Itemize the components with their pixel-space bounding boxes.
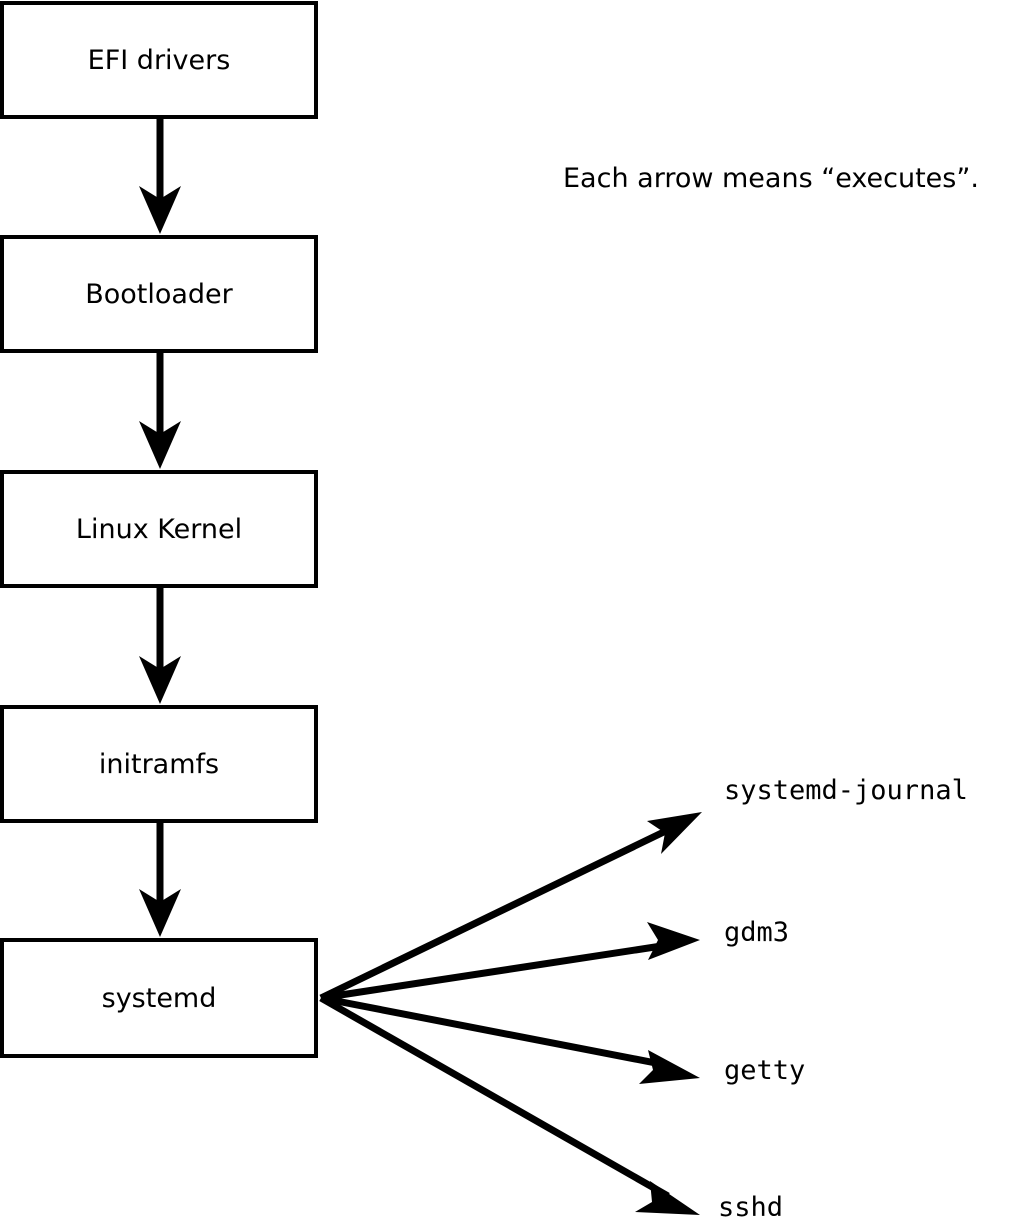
- leaf-label-sshd[interactable]: sshd: [718, 1192, 784, 1223]
- node-label-efi-drivers: EFI drivers: [87, 44, 231, 76]
- leaf-label-gdm3[interactable]: gdm3: [724, 917, 790, 948]
- chain-arrow-kernel-to-initramfs: [139, 588, 181, 704]
- fanout-arrow-getty: [320, 994, 700, 1084]
- node-initramfs[interactable]: initramfs: [0, 705, 318, 823]
- node-efi-drivers[interactable]: EFI drivers: [0, 1, 318, 119]
- node-systemd[interactable]: systemd: [0, 938, 318, 1058]
- node-label-systemd: systemd: [101, 982, 217, 1014]
- fanout-arrow-gdm3: [320, 922, 700, 1002]
- chain-arrow-initramfs-to-systemd: [139, 823, 181, 937]
- fanout-arrow-systemd-journal: [319, 812, 702, 1002]
- leaf-label-systemd-journal[interactable]: systemd-journal: [724, 775, 968, 806]
- node-label-initramfs: initramfs: [98, 748, 220, 780]
- leaf-label-getty[interactable]: getty: [724, 1055, 806, 1086]
- fanout-arrow-sshd: [319, 994, 700, 1215]
- chain-arrow-efi-to-bootloader: [139, 119, 181, 234]
- chain-arrow-bootloader-to-kernel: [139, 353, 181, 469]
- node-bootloader[interactable]: Bootloader: [0, 235, 318, 353]
- diagram-caption: Each arrow means “executes”.: [563, 163, 979, 194]
- node-linux-kernel[interactable]: Linux Kernel: [0, 470, 318, 588]
- node-label-linux-kernel: Linux Kernel: [75, 513, 243, 545]
- node-label-bootloader: Bootloader: [85, 278, 233, 310]
